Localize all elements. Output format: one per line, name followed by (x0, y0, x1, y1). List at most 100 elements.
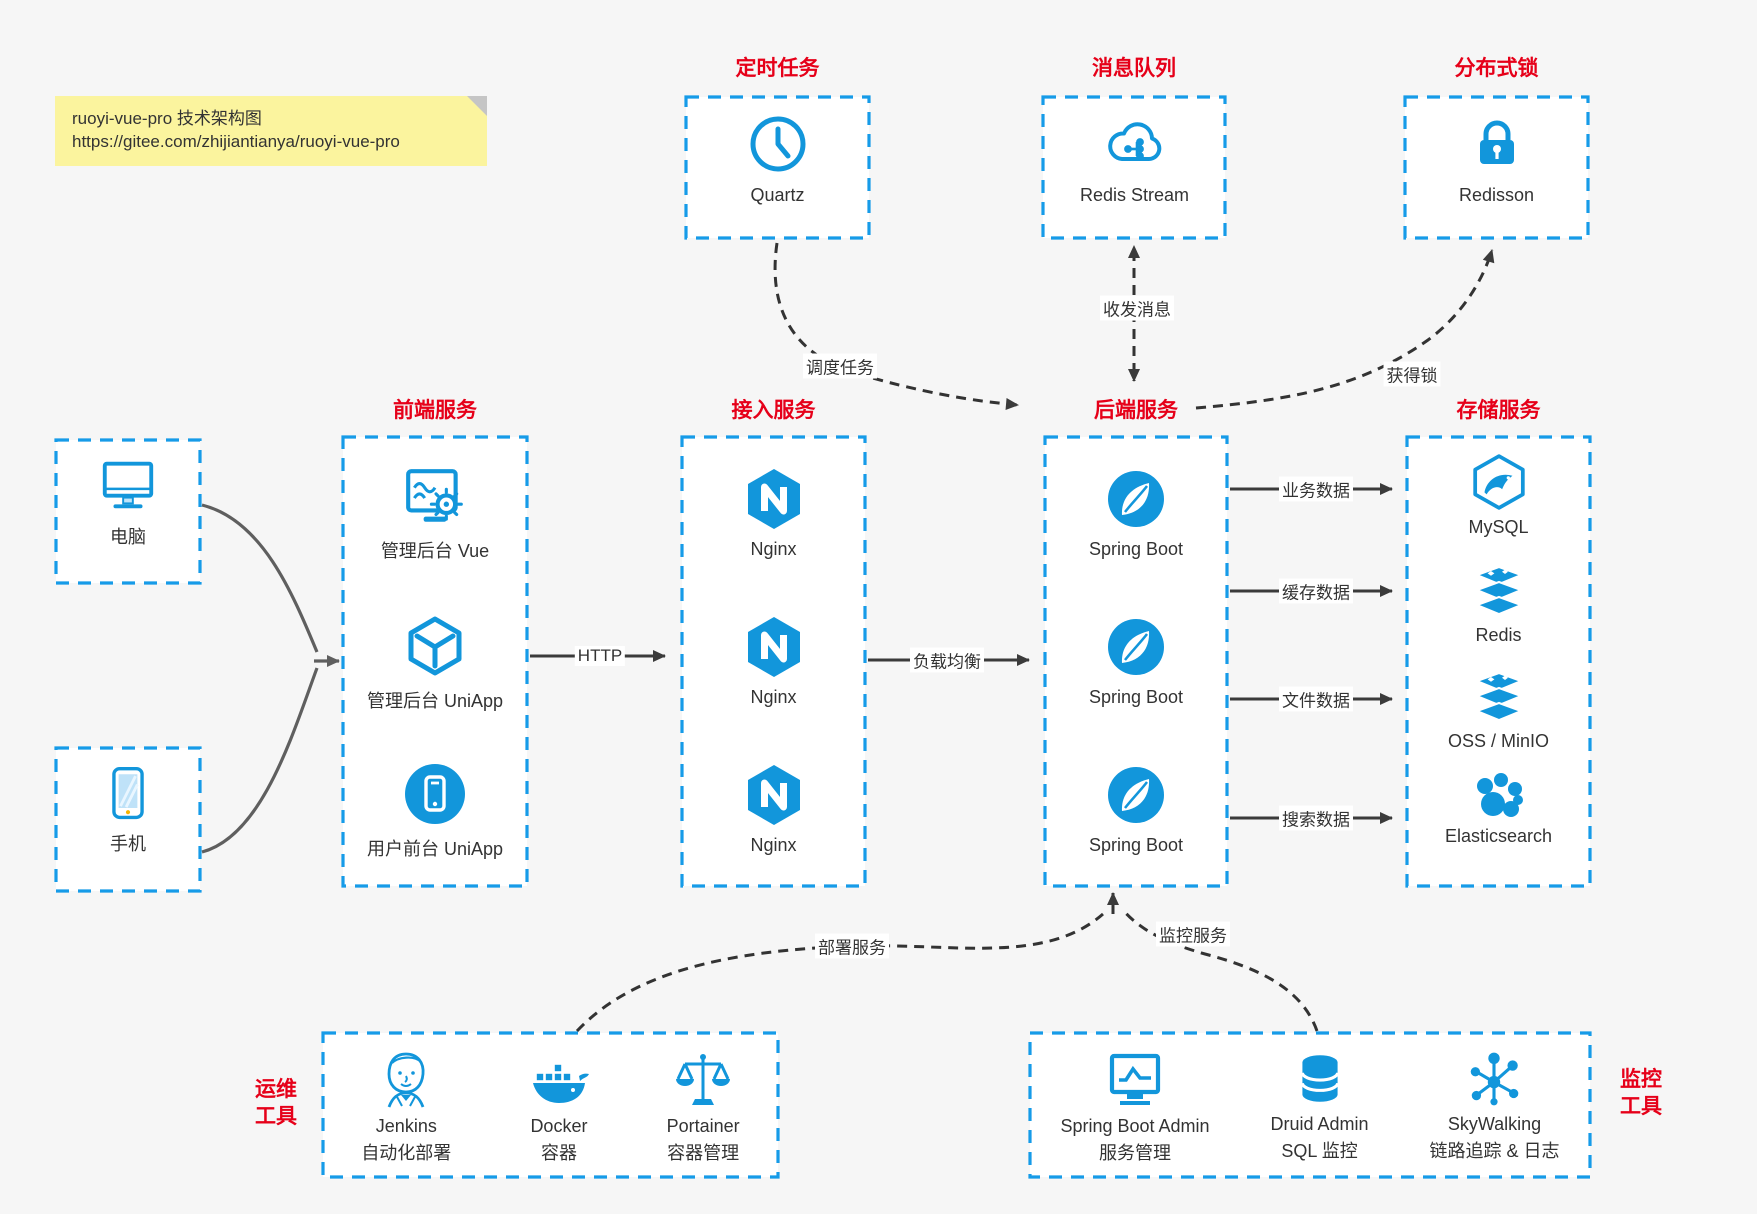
spring-boot-icon (1108, 767, 1164, 823)
node-label: Druid Admin (1270, 1114, 1369, 1134)
node-portainer: Portainer 容器管理 (667, 1049, 740, 1165)
sticky-note: ruoyi-vue-pro 技术架构图 https://gitee.com/zh… (55, 96, 487, 166)
node-oss-minio: OSS / MinIO (1407, 669, 1590, 752)
node-docker: Docker 容器 (528, 1049, 590, 1165)
edge-label-http: HTTP (574, 646, 626, 666)
topology-icon (1471, 1052, 1519, 1106)
node-label: OSS / MinIO (1447, 731, 1550, 751)
node-label: Jenkins (375, 1116, 437, 1136)
frontend-column: 管理后台 Vue 管理后台 UniApp 用户前台 UniApp (343, 437, 527, 886)
spring-boot-icon (1108, 471, 1164, 527)
node-label: Nginx (750, 835, 797, 855)
edge-label-schedule-task: 调度任务 (803, 353, 877, 379)
node-mysql: MySQL (1407, 453, 1590, 538)
node-jenkins: Jenkins 自动化部署 (361, 1049, 451, 1165)
node-spring-boot-1: Spring Boot (1045, 467, 1227, 560)
spring-boot-icon (1108, 619, 1164, 675)
node-redisson: Redisson (1405, 97, 1588, 238)
gateway-column: Nginx Nginx Nginx (682, 437, 865, 886)
note-title: ruoyi-vue-pro 技术架构图 (72, 109, 262, 128)
portainer-icon (676, 1054, 731, 1105)
node-label: MySQL (1468, 517, 1529, 537)
node-admin-uniapp: 管理后台 UniApp (343, 613, 527, 713)
mobile-to-frontend-curve (201, 667, 319, 854)
column-title-gateway: 接入服务 (731, 399, 816, 422)
redis-icon (1473, 565, 1524, 616)
node-skywalking: SkyWalking 链路追踪 & 日志 (1429, 1049, 1560, 1163)
node-admin-vue: 管理后台 Vue (343, 465, 527, 563)
node-label: Portainer (666, 1116, 740, 1136)
node-nginx-1: Nginx (682, 467, 865, 560)
node-label: Redis Stream (1079, 185, 1190, 205)
node-sublabel: 链路追踪 & 日志 (1429, 1141, 1560, 1161)
edge-label-cache-data: 缓存数据 (1279, 578, 1353, 604)
node-label: Elasticsearch (1444, 826, 1553, 846)
node-quartz: Quartz (686, 97, 869, 238)
backend-column: Spring Boot Spring Boot Spring Boot (1045, 437, 1227, 886)
desktop-icon (102, 461, 154, 509)
node-label: 管理后台 UniApp (366, 691, 504, 711)
node-spring-boot-3: Spring Boot (1045, 763, 1227, 856)
storage-column: MySQL Redis OSS / MinIO (1407, 437, 1590, 886)
mobile-app-icon (405, 764, 465, 824)
node-mobile-client: 手机 (56, 763, 200, 856)
node-label: Spring Boot Admin (1060, 1116, 1210, 1136)
node-sublabel: SQL 监控 (1281, 1141, 1358, 1161)
column-title-backend: 后端服务 (1094, 399, 1178, 422)
edge-label-load-balance: 负载均衡 (910, 647, 984, 673)
docker-icon (532, 1063, 589, 1103)
node-nginx-2: Nginx (682, 615, 865, 708)
column-title-frontend: 前端服务 (393, 399, 477, 422)
node-label: Spring Boot (1088, 835, 1184, 855)
database-icon (1300, 1055, 1339, 1102)
edge-label-message: 收发消息 (1100, 295, 1174, 321)
node-label: Redisson (1458, 185, 1535, 205)
monitoring-tools-title: 监控 工具 (1620, 1068, 1662, 1118)
elasticsearch-icon (1476, 773, 1523, 817)
node-label: Nginx (750, 539, 797, 559)
edge-label-deploy: 部署服务 (815, 933, 889, 959)
clock-icon (750, 116, 805, 172)
pc-to-frontend-curve (201, 503, 319, 653)
node-label: 手机 (110, 834, 146, 854)
jenkins-icon (387, 1052, 425, 1108)
node-redis-stream: Redis Stream (1043, 97, 1226, 238)
node-label: 电脑 (110, 527, 146, 547)
node-label: 用户前台 UniApp (366, 839, 504, 859)
node-druid-admin: Druid Admin SQL 监控 (1271, 1049, 1369, 1163)
node-label: Redis (1475, 625, 1522, 645)
group-title-scheduled-tasks: 定时任务 (735, 57, 820, 80)
node-label: Nginx (750, 687, 797, 707)
note-url: https://gitee.com/zhijiantianya/ruoyi-vu… (72, 132, 400, 151)
edge-label-acquire-lock: 获得锁 (1383, 361, 1441, 387)
monitor-curve (1121, 909, 1319, 1032)
edge-label-business-data: 业务数据 (1279, 476, 1353, 502)
node-elasticsearch: Elasticsearch (1407, 767, 1590, 847)
node-sublabel: 容器 (540, 1143, 577, 1163)
smartphone-icon (112, 766, 144, 820)
node-sublabel: 容器管理 (667, 1143, 740, 1163)
devops-tools-group: Jenkins 自动化部署 Docker 容器 (323, 1033, 778, 1177)
lock-icon (1479, 120, 1514, 164)
node-label: Quartz (750, 185, 805, 205)
edge-label-monitor: 监控服务 (1156, 921, 1230, 947)
cloud-network-icon (1107, 122, 1161, 161)
node-label: Docker (530, 1116, 588, 1136)
node-label: Spring Boot (1088, 687, 1184, 707)
node-spring-boot-2: Spring Boot (1045, 615, 1227, 708)
nginx-icon (747, 617, 800, 677)
node-label: 管理后台 Vue (380, 541, 490, 561)
devops-tools-title: 运维 工具 (255, 1078, 297, 1128)
nginx-icon (747, 469, 800, 529)
monitoring-tools-group: Spring Boot Admin 服务管理 Druid Admin SQL 监… (1030, 1033, 1590, 1177)
node-label: Spring Boot (1088, 539, 1184, 559)
node-user-uniapp: 用户前台 UniApp (343, 761, 527, 861)
node-sublabel: 自动化部署 (361, 1143, 452, 1163)
node-sublabel: 服务管理 (1099, 1143, 1172, 1163)
column-title-storage: 存储服务 (1456, 399, 1541, 422)
monitor-chart-icon (1109, 1053, 1161, 1105)
node-pc-client: 电脑 (56, 455, 200, 549)
acquire-lock-curve (1195, 249, 1495, 410)
redis-stream-box (1041, 95, 1227, 240)
